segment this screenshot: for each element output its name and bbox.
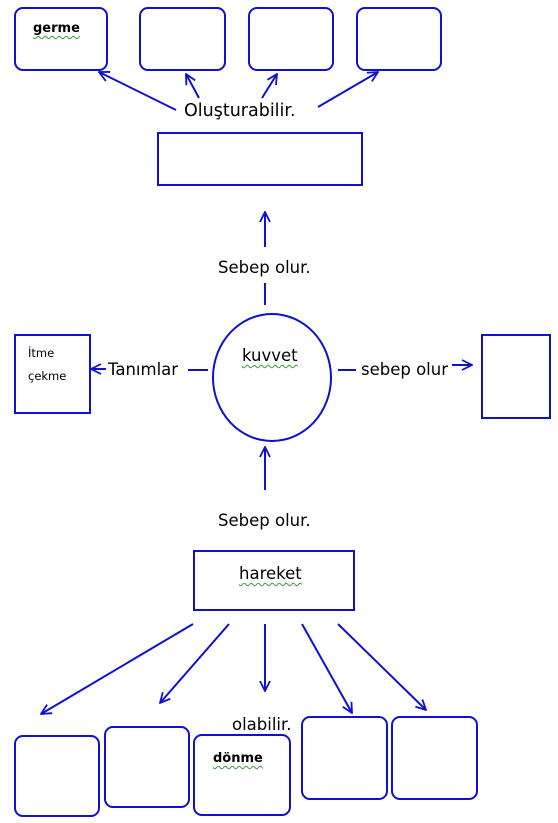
arrow-to-top-box-1	[99, 72, 177, 111]
result-box	[157, 132, 363, 186]
sebep-olur-right-label: sebep olur	[361, 360, 449, 379]
itme-label: İtme	[28, 346, 55, 360]
bottom-box-4	[301, 716, 388, 800]
olabilir-label: olabilir.	[232, 715, 292, 734]
arrow-to-bottom-box-4	[301, 623, 352, 713]
top-box-2	[139, 7, 226, 71]
cekme-label: çekme	[28, 369, 67, 383]
top-box-germe-label: germe	[33, 21, 80, 36]
kuvvet-label: kuvvet	[242, 346, 298, 365]
arrow-to-bottom-box-2	[160, 623, 230, 703]
sebep-olur-bottom-label: Sebep olur.	[218, 511, 311, 530]
olusturabilir-label: Oluşturabilir.	[184, 101, 296, 121]
hareket-box: hareket	[193, 550, 355, 611]
bottom-box-2	[104, 726, 190, 808]
bottom-box-1	[14, 735, 100, 817]
bottom-box-donme-label: dönme	[213, 751, 263, 766]
sebep-olur-top-label: Sebep olur.	[218, 258, 311, 277]
hareket-label: hareket	[239, 564, 302, 583]
top-box-3	[248, 7, 334, 71]
bottom-box-donme: dönme	[193, 734, 291, 816]
top-box-germe: germe	[14, 7, 108, 71]
arrow-to-bottom-box-1	[41, 623, 194, 714]
arrow-to-top-box-3	[261, 74, 277, 99]
tanimlar-label: Tanımlar	[108, 360, 179, 379]
arrow-to-bottom-box-5	[337, 623, 426, 710]
arrow-to-top-box-4	[317, 72, 378, 108]
itme-cekme-box: İtme çekme	[14, 334, 91, 414]
top-box-4	[356, 7, 442, 71]
bottom-box-5	[391, 716, 478, 800]
arrow-to-top-box-2	[186, 74, 200, 99]
right-box	[481, 334, 551, 419]
kuvvet-node	[212, 313, 332, 442]
